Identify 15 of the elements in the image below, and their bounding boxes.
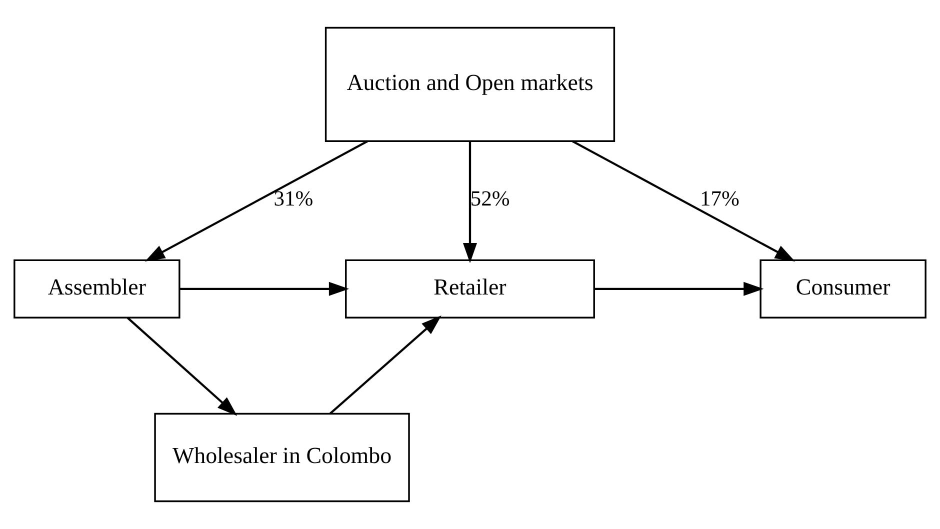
node-box: Consumer <box>760 259 926 318</box>
arrow <box>572 140 796 262</box>
arrow <box>329 316 442 415</box>
arrow <box>126 316 238 416</box>
arrow <box>144 140 368 262</box>
arrow <box>180 282 350 296</box>
node-box: Auction and Open markets <box>324 26 616 142</box>
edge-label: 31% <box>274 186 314 211</box>
node-box: Retailer <box>345 259 595 318</box>
arrow <box>594 282 764 296</box>
edge-label: 52% <box>470 186 510 211</box>
arrow <box>462 141 478 264</box>
node-box: Wholesaler in Colombo <box>154 412 410 502</box>
node-box: Assembler <box>14 259 180 318</box>
edge-label: 17% <box>700 186 740 211</box>
